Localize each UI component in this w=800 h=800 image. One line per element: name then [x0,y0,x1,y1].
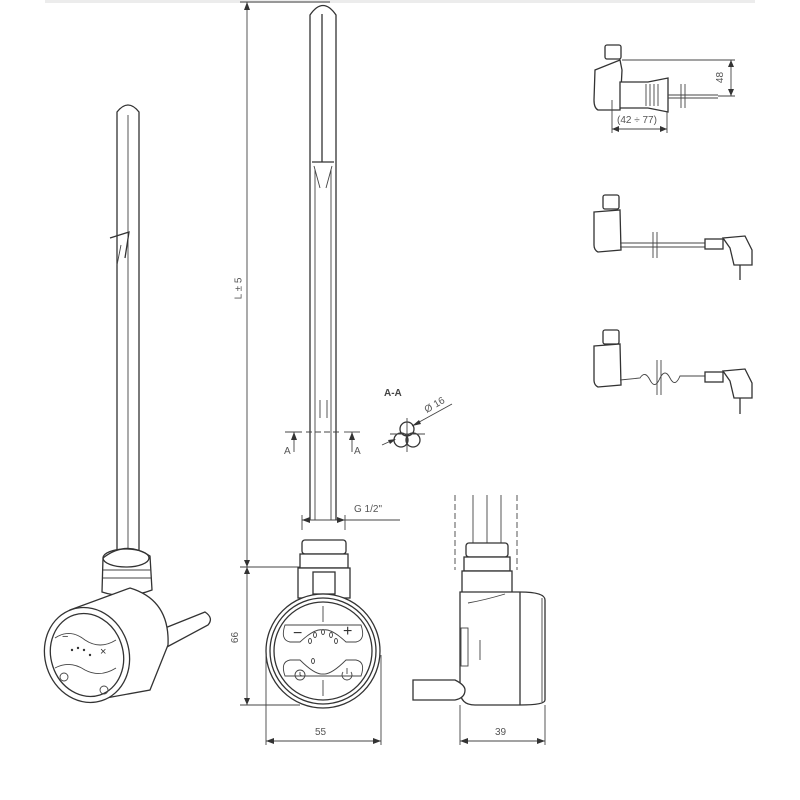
range-label: (42 ÷ 77) [617,115,657,126]
svg-text:×: × [100,646,106,658]
front-width-label: 55 [315,727,327,738]
side-width-label: 39 [495,727,507,738]
length-label: L ± 5 [233,277,245,300]
top-border [45,0,755,3]
isometric-view: − × [43,104,212,704]
section-a-a [381,403,453,452]
svg-text:−: − [62,631,68,643]
svg-text:−: − [293,625,302,642]
front-view: − + [240,1,400,745]
variant-spiral-cable [593,329,753,414]
section-title: A-A [384,388,402,399]
height-label: 66 [230,631,242,644]
svg-text:+: + [343,623,352,640]
top-height-label: 48 [715,71,727,84]
variant-straight-cable [593,194,753,280]
thread-label: G 1/2" [354,504,383,515]
side-view [412,495,546,745]
section-mark-right: A [354,446,361,457]
section-mark-left: A [284,446,291,457]
variant-hardwired [593,44,735,133]
